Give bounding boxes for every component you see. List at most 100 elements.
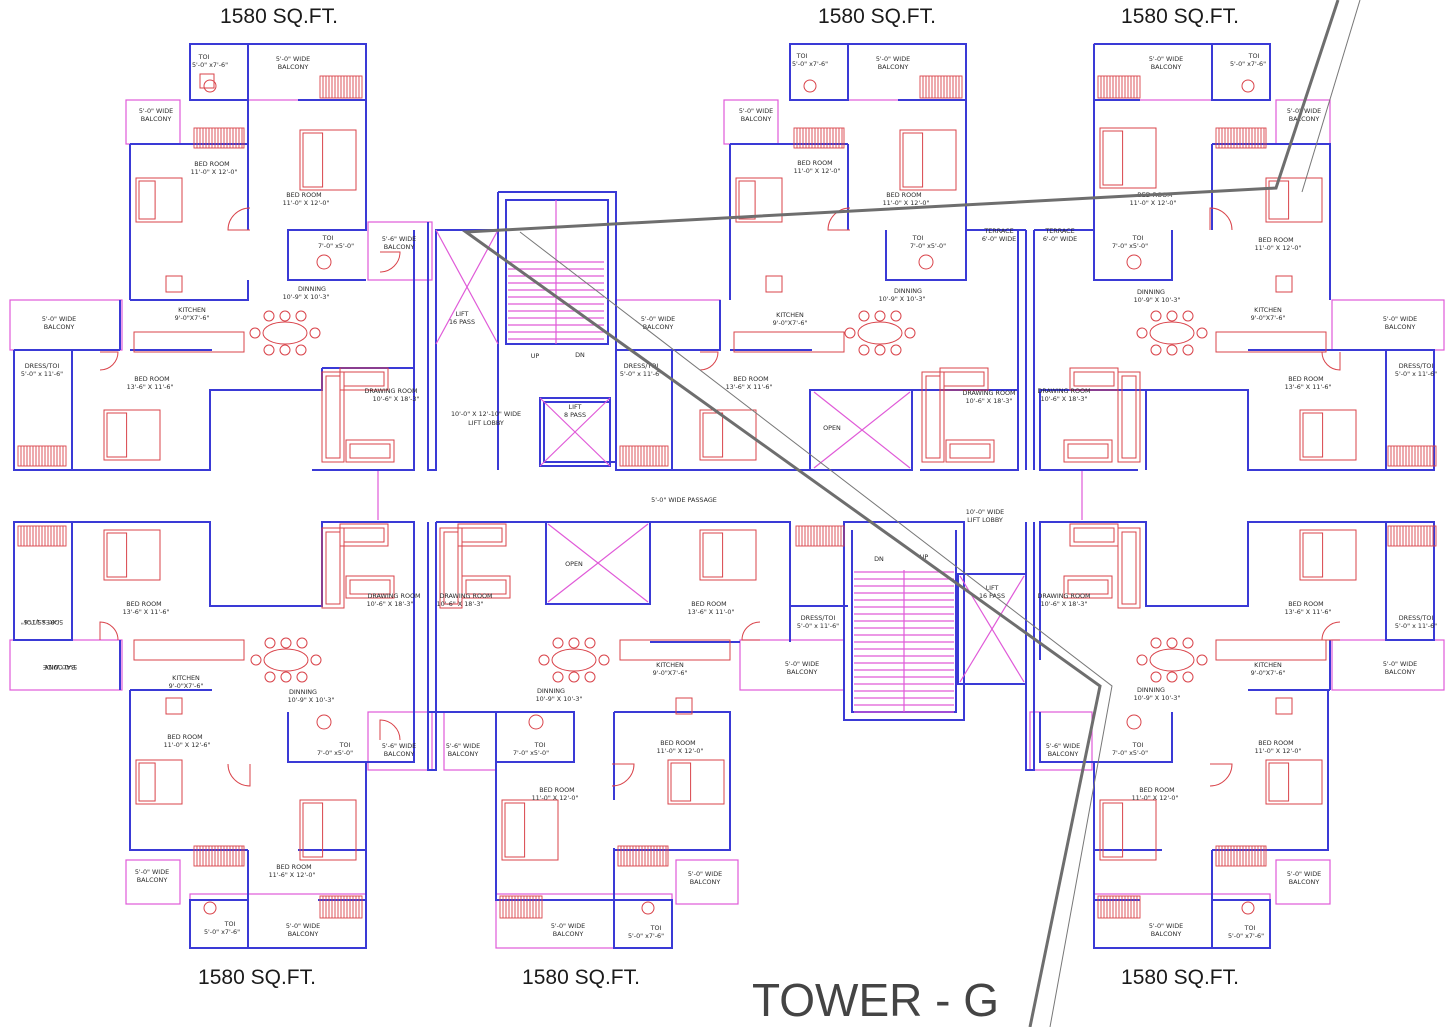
door-swing [379,251,401,273]
label-dim: 11'-0" X 12'-6" [164,741,211,749]
sofa-seat [443,531,459,605]
sofa [1063,439,1113,463]
chair [552,671,564,683]
chair [874,344,886,356]
door-swing [379,719,401,741]
bed [501,799,559,861]
chair [280,671,292,683]
label-dim: 9'-0"X7'-6" [175,314,210,322]
label-terrace: 6'-0" WIDE [982,235,1016,243]
bed-pillow [106,532,128,578]
chair [1166,344,1178,356]
chair [263,344,275,356]
sofa [339,367,389,391]
label-dim: 9'-0"X7'-6" [653,669,688,677]
kitchen-counter [133,639,245,661]
chair [584,637,596,649]
label-dim: 9'-0"X7'-6" [773,319,808,327]
label-balcony: 5'-0" WIDE [42,315,76,323]
label-dim: 11'-0" X 12'-0" [657,747,704,755]
sofa [1069,523,1119,547]
kitchen-counter [1215,639,1327,661]
label-kitchen: KITCHEN [776,311,804,319]
door-swing [741,621,761,641]
bed-pillow [138,762,156,802]
label-drawing: DRAWING ROOM [367,592,420,600]
stove [165,697,183,715]
label-balcony: 5'-0" WIDE [276,55,310,63]
toilet [316,254,332,270]
label-dim: 5'-0" x7'-6" [204,928,240,936]
label-dim: 7'-0" x5'-0" [1112,242,1148,250]
label-lobby: 10'-0" X 12'-10" WIDE [451,410,521,418]
label-balcony: BALCONY [1289,878,1320,886]
balcony-rail [1215,845,1267,867]
label-lobby: LIFT LOBBY [967,516,1003,524]
sofa [439,527,463,609]
label-dinning: DINNING [894,287,922,295]
label-lift: LIFT [986,584,999,592]
sofa [321,371,345,463]
bed-pillow [106,412,128,458]
chair [1150,344,1162,356]
label-dress: DRESS/TOI [1399,362,1434,370]
label-bedroom: BED ROOM [1139,786,1174,794]
kitchen-counter [1215,331,1327,353]
label-open: OPEN [565,560,583,568]
balcony-rail [193,845,245,867]
label-balcony: 5'-0" WIDE [286,922,320,930]
sofa [345,439,395,463]
label-dress: DRESS/TOI [25,362,60,370]
chair [280,637,292,649]
label-balcony: 5'-0" WIDE [1287,870,1321,878]
label-drawing: DRAWING ROOM [1037,592,1090,600]
chair [1136,654,1148,666]
bed-pillow [1302,532,1324,578]
label-bedroom: BED ROOM [797,159,832,167]
label-balcony: 5'-0" WIDE [1383,315,1417,323]
label-balcony: BALCONY [1385,668,1416,676]
label-dim: 10'-9" X 10'-3" [879,295,926,303]
label-balcony: BALCONY [643,323,674,331]
label-toi: TOI [650,924,662,932]
door-swing [1321,621,1341,641]
label-balcony: 5'-0" WIDE [1287,107,1321,115]
bed [899,129,957,191]
sofa [939,367,989,391]
wash-basin [803,79,817,93]
sofa [339,523,389,547]
bed [1265,759,1323,805]
label-balcony: 5'-6" WIDE [382,235,416,243]
label-dim: 10'-6" X 18'-3" [1041,395,1088,403]
label-open: OPEN [823,424,841,432]
sofa-seat [925,375,941,459]
door-swing [227,763,251,787]
label-kitchen: KITCHEN [1254,306,1282,314]
label-dim: 5'-0" x 11'-6" [620,370,662,378]
label-bedroom: BED ROOM [733,375,768,383]
bed-pillow [504,802,526,858]
door-swing [827,207,851,231]
chair [538,654,550,666]
chair [310,654,322,666]
door-swing [99,351,119,371]
label-dim: 13'-6" X 11'-6" [127,383,174,391]
bed [1099,799,1157,861]
room-labels: TOI 5'-0" x7'-6" 5'-0" WIDE BALCONY 5'-0… [21,52,1437,940]
label-toi: TOI [339,741,351,749]
bed [735,177,783,223]
label-dim: 11'-6" X 12'-0" [269,871,316,879]
label-toi: TOI [796,52,808,60]
dining-table [1149,648,1195,672]
label-balcony: BALCONY [278,63,309,71]
label-dim: 7'-0" x5'-0" [910,242,946,250]
bed [135,177,183,223]
label-dn: DN [575,351,585,359]
sofa [457,523,507,547]
label-dinning: DINNING [1137,288,1165,296]
label-bedroom: BED ROOM [126,600,161,608]
label-lift: LIFT [456,310,469,318]
sofa [921,371,945,463]
label-drawing: DRAWING ROOM [364,387,417,395]
